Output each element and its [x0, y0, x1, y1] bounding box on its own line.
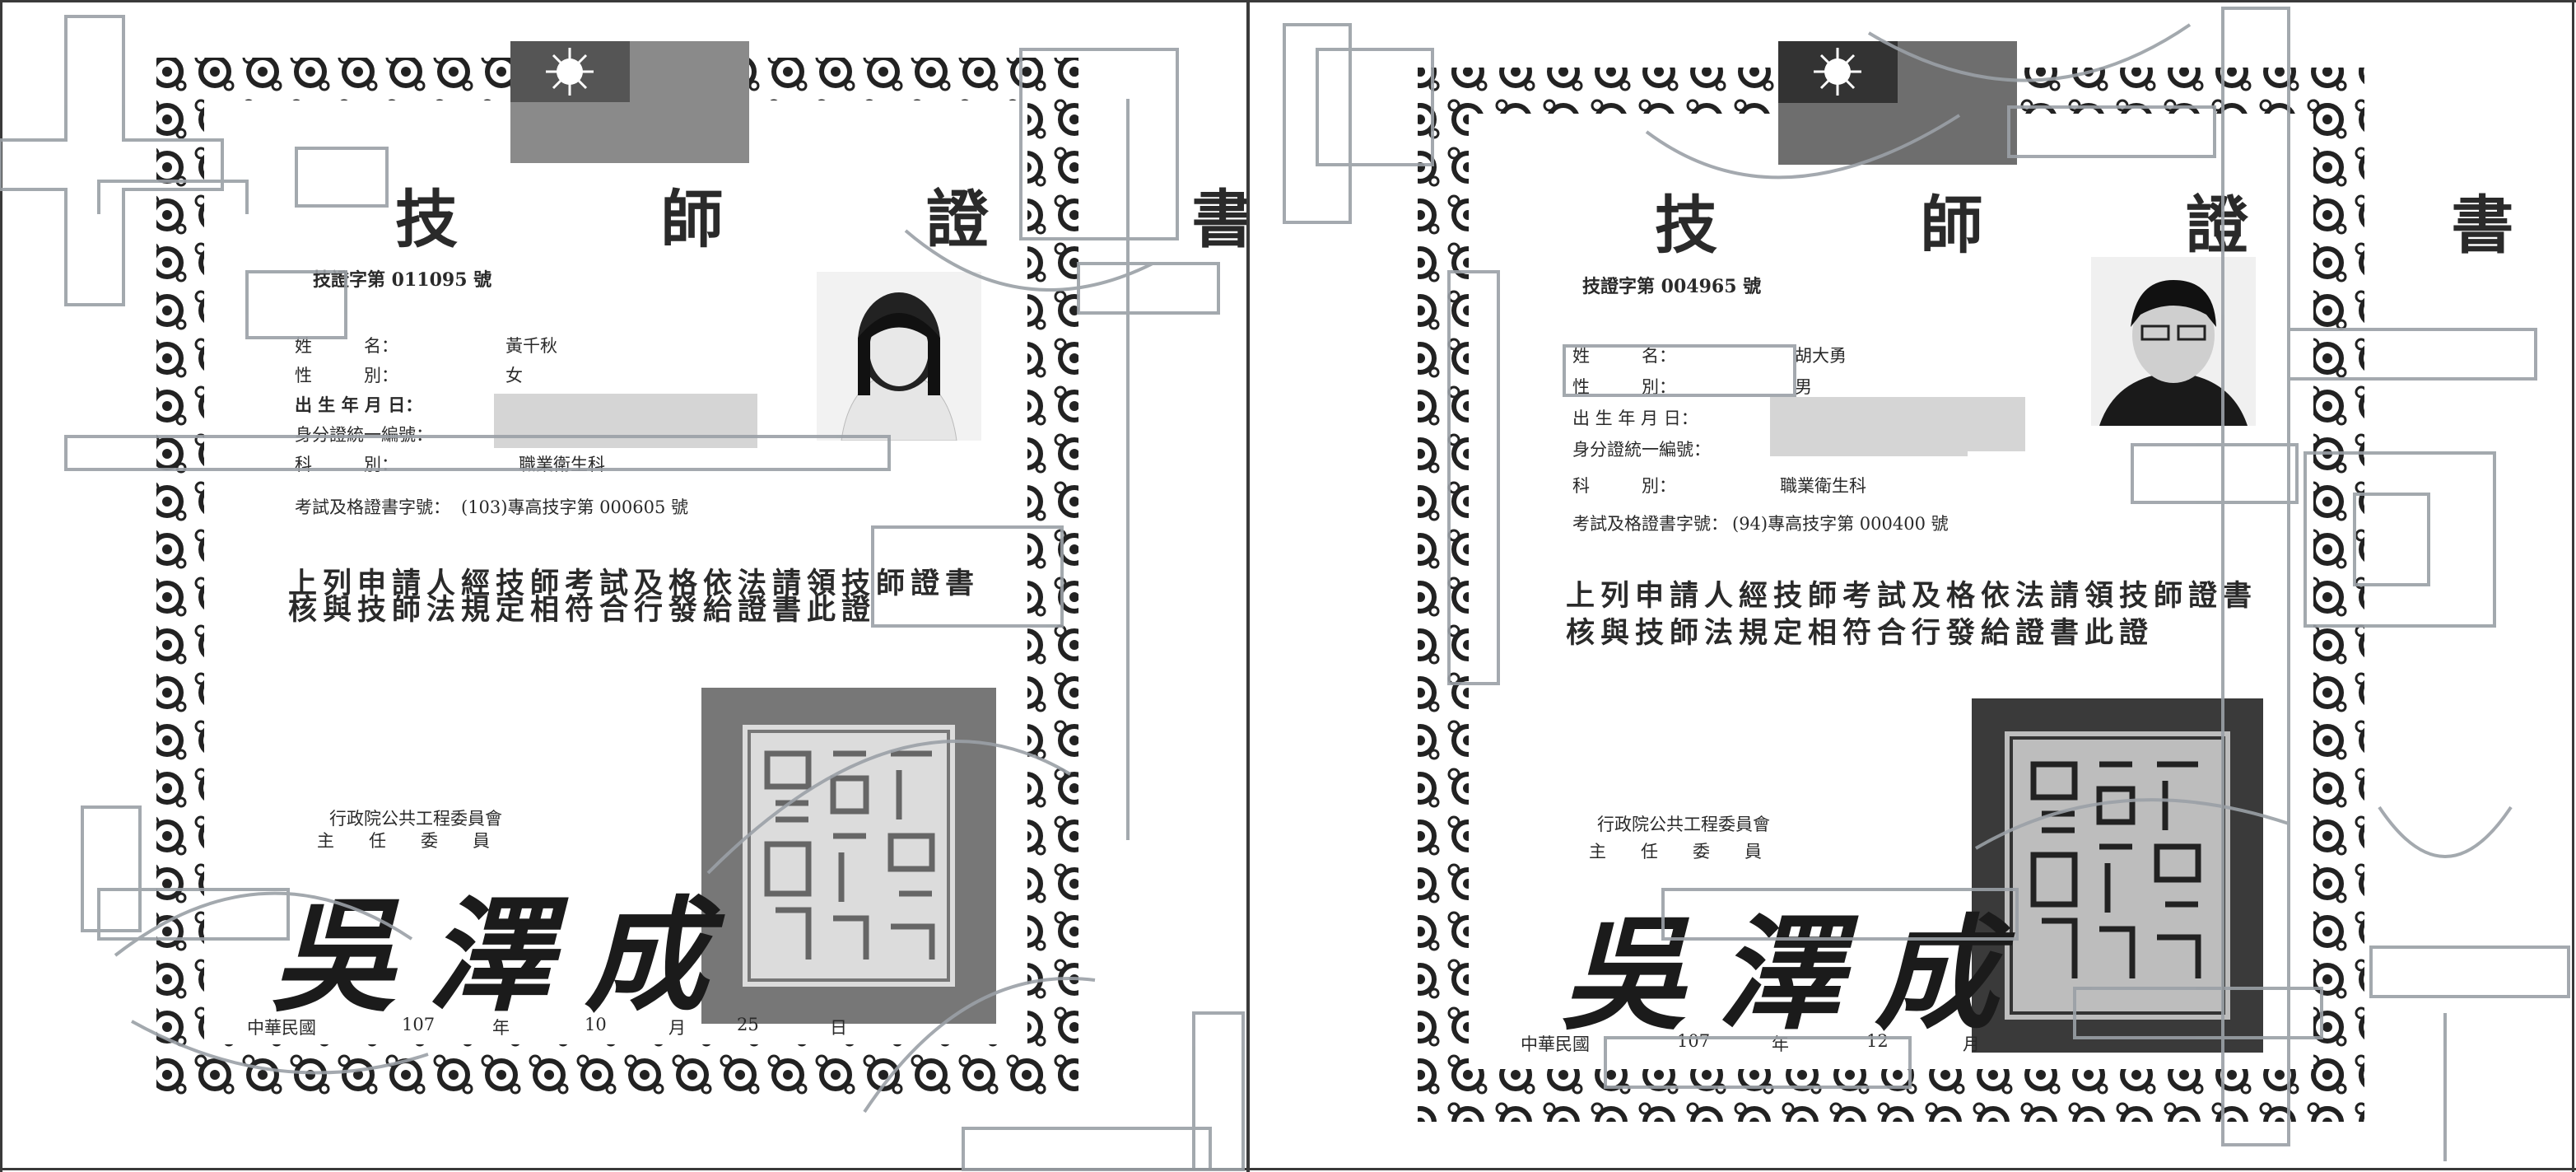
- certificate-number: 技證字第 004965 號: [1582, 276, 1762, 297]
- field-category-value: 職業衛生科: [519, 455, 605, 474]
- certificate-left: 技 師 證 書 技證字第 011095 號 姓 名： 黃千秋 性 別： 女 出 …: [0, 0, 1246, 1172]
- field-exam-label: 考試及格證書字號：: [1572, 514, 1728, 534]
- field-sex-label: 性 別：: [1572, 377, 1676, 397]
- body-text-line-1: 上列申請人經技師考試及格依法請領技師證書: [1566, 579, 2258, 613]
- date-year: 107: [1677, 1031, 1711, 1051]
- redacted-id: [494, 418, 708, 448]
- body-text-line-2: 核與技師法規定相符合行發給證書此證: [1566, 616, 2154, 650]
- redacted-id: [1770, 428, 1968, 456]
- field-name-value: 胡大勇: [1795, 346, 1847, 366]
- field-exam-value: (103)專高技字第 000605 號: [461, 497, 688, 517]
- signature: 吳澤成: [1562, 902, 2032, 1047]
- field-category-value: 職業衛生科: [1780, 476, 1866, 496]
- page-divider: [1246, 0, 1250, 1172]
- field-birthdate-label: 出 生 年 月 日：: [295, 395, 423, 415]
- roc-flag-icon: [510, 41, 749, 163]
- certificate-title: 技 師 證 書: [1655, 189, 2576, 262]
- issuing-title: 主 任 委 員: [317, 831, 490, 851]
- field-id-label: 身分證統一編號：: [295, 425, 433, 445]
- date-era: 中華民國: [247, 1018, 316, 1038]
- body-text-line-1: 上列申請人經技師考試及格依法請領技師證書: [288, 567, 981, 600]
- certificate-title: 技 師 證 書: [395, 183, 1246, 256]
- field-sex-value: 女: [505, 366, 523, 385]
- field-name-label: 姓 名：: [1572, 346, 1676, 366]
- date-year-unit: 年: [1772, 1034, 1789, 1054]
- field-id-label: 身分證統一編號：: [1572, 440, 1711, 460]
- field-category-label: 科 別：: [295, 455, 398, 474]
- issuing-department: 行政院公共工程委員會: [329, 809, 502, 829]
- page-border-top: [0, 0, 2576, 2]
- portrait-photo-icon: [817, 272, 981, 441]
- field-category-label: 科 別：: [1572, 476, 1676, 496]
- certificate-right: 技 師 證 書 技證字第 004965 號 姓 名： 胡大勇 性 別： 男 出 …: [1253, 0, 2576, 1172]
- page-border-left: [0, 0, 2, 1172]
- field-birthdate-label: 出 生 年 月 日：: [1572, 409, 1698, 428]
- signature: 吳澤成: [272, 884, 742, 1029]
- field-name-value: 黃千秋: [505, 336, 557, 356]
- body-text-line-2: 核與技師法規定相符合行發給證書此證: [288, 593, 877, 627]
- date-month: 10: [585, 1015, 607, 1034]
- page-border-bottom: [0, 1168, 2576, 1170]
- issuing-title: 主 任 委 員: [1589, 842, 1762, 861]
- date-month-unit: 月: [1963, 1034, 1980, 1054]
- issuing-department: 行政院公共工程委員會: [1597, 815, 1770, 834]
- certificate-number: 技證字第 011095 號: [313, 269, 492, 291]
- date-month: 12: [1866, 1031, 1889, 1051]
- field-sex-label: 性 別：: [295, 366, 398, 385]
- field-exam-label: 考試及格證書字號：: [295, 497, 450, 517]
- official-seal-icon: [701, 688, 996, 1024]
- roc-flag-icon: [1778, 41, 2017, 165]
- field-exam-value: (94)專高技字第 000400 號: [1732, 514, 1949, 534]
- field-name-label: 姓 名：: [295, 336, 398, 356]
- date-day-unit: 日: [830, 1018, 847, 1038]
- date-day: 25: [737, 1015, 759, 1034]
- field-sex-value: 男: [1795, 377, 1812, 397]
- page-border-right: [2572, 0, 2574, 1172]
- date-year: 107: [402, 1015, 436, 1034]
- date-month-unit: 月: [668, 1018, 686, 1038]
- portrait-photo-icon: [2091, 257, 2256, 426]
- date-era: 中華民國: [1521, 1034, 1590, 1054]
- date-year-unit: 年: [492, 1018, 510, 1038]
